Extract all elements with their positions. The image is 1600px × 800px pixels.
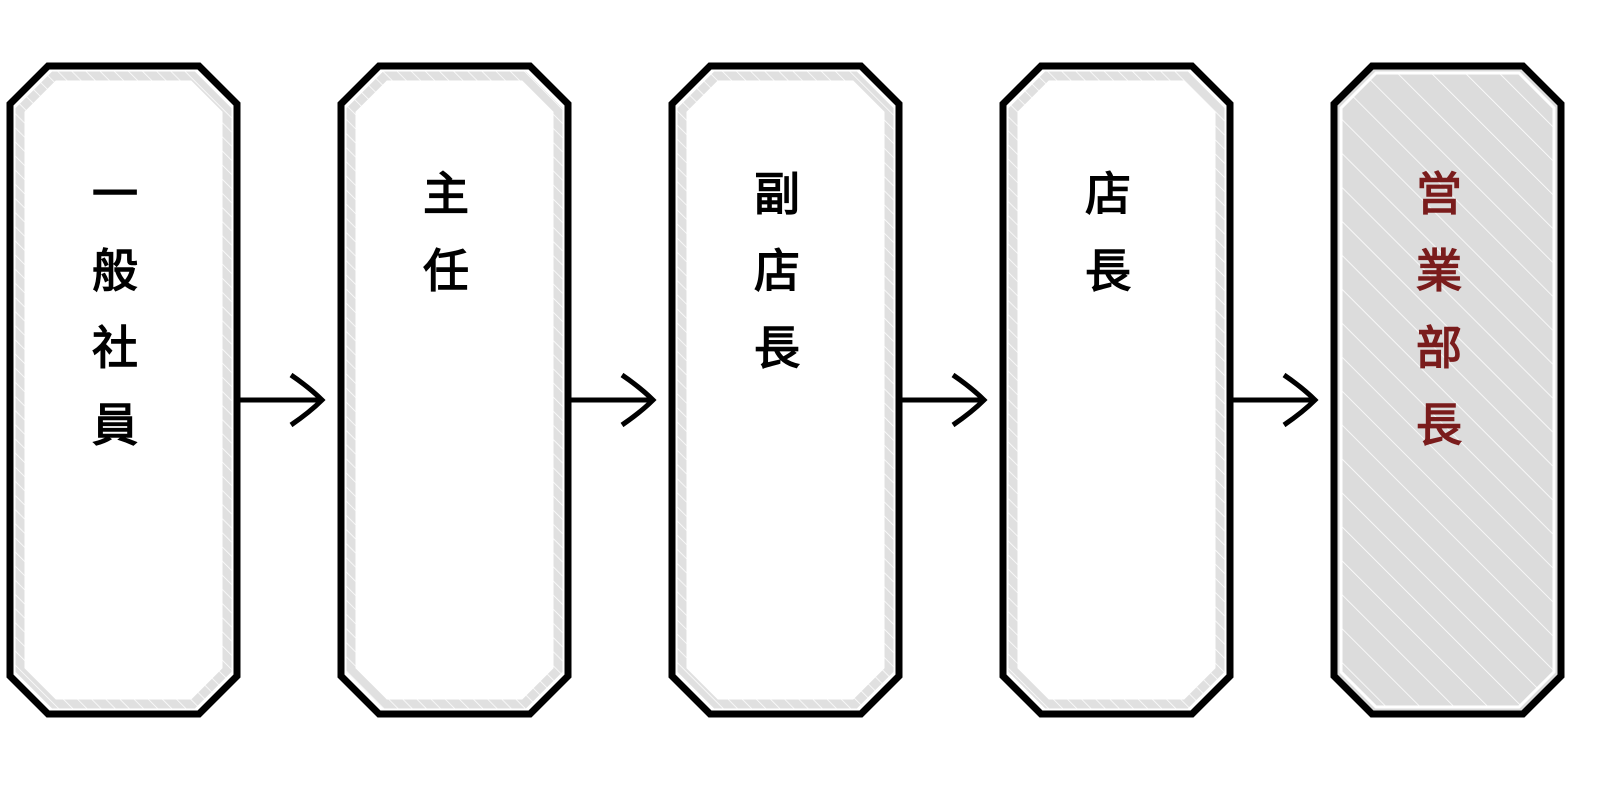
stage-label-char: 一 [92, 167, 138, 221]
stage-label-char: 般 [92, 244, 138, 298]
stage-box-border [668, 62, 903, 718]
stage-label-char: 長 [754, 321, 801, 375]
stage-label-char: 主 [423, 167, 469, 221]
stage-box-band [677, 71, 894, 709]
stage-box-border [999, 62, 1234, 718]
stage-label-char: 部 [1416, 321, 1462, 375]
stage-label-char: 長 [1085, 244, 1132, 298]
stage-box: 主任 [337, 62, 572, 718]
stage-box-band [1008, 71, 1225, 709]
stage-box: 店長 [999, 62, 1234, 718]
stage-box-border [337, 62, 572, 718]
stage-box: 副店長 [668, 62, 903, 718]
stage-label-char: 社 [92, 321, 138, 375]
arrow-right-icon [1233, 372, 1319, 428]
arrow-right-icon [240, 372, 326, 428]
stage-box-band [346, 71, 563, 709]
arrow-head [620, 372, 657, 428]
stage-label-char: 店 [1085, 167, 1131, 221]
stage-box-band [15, 71, 232, 709]
stage-box-hatch [1339, 71, 1556, 709]
stage-label-char: 営 [1416, 167, 1462, 221]
stage-label-char: 業 [1416, 244, 1462, 298]
arrow-right-icon [902, 372, 988, 428]
arrow-head [289, 372, 326, 428]
arrow-head [951, 372, 988, 428]
stage-label-char: 副 [754, 167, 800, 221]
stage-box-border [6, 62, 241, 718]
arrow-head [1282, 372, 1319, 428]
arrow-right-icon [571, 372, 657, 428]
stage-label-char: 任 [423, 244, 469, 298]
stage-label-char: 員 [92, 398, 138, 452]
stage-label-char: 店 [754, 244, 800, 298]
stage-label-char: 長 [1416, 398, 1463, 452]
